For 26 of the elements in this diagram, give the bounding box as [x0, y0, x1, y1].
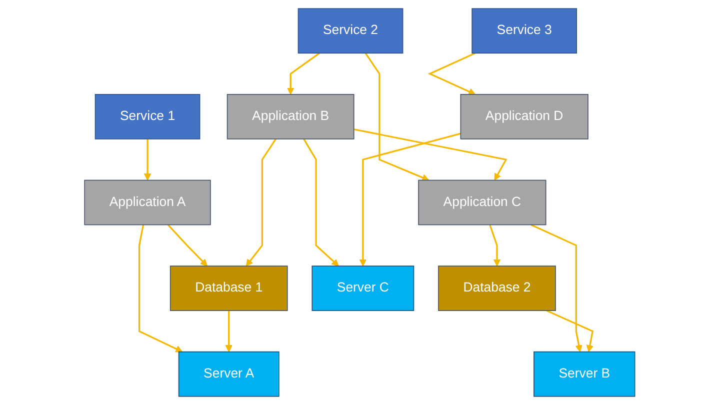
node-box: Database 1 [170, 266, 288, 311]
arrow [354, 128, 508, 181]
node-box: Application D [460, 94, 589, 140]
arrow [530, 224, 583, 352]
arrow [144, 138, 152, 181]
node-box: Application A [84, 180, 212, 226]
arrow [138, 224, 183, 352]
arrow [428, 52, 476, 96]
arrow [489, 224, 501, 266]
arrow [287, 52, 320, 95]
arrow [360, 132, 462, 266]
node-box: Server C [312, 266, 414, 311]
node-box: Database 2 [438, 266, 556, 311]
node-box: Application C [418, 180, 547, 226]
node-box: Application B [227, 94, 355, 140]
node-box: Server B [534, 351, 636, 397]
node-box: Service 1 [95, 94, 200, 140]
arrow [168, 224, 208, 266]
node-box: Server A [178, 351, 280, 397]
arrow [303, 138, 340, 266]
arrow [226, 310, 233, 352]
node-box: Service 3 [472, 8, 578, 54]
arrow [246, 138, 277, 266]
arrow [546, 310, 594, 352]
arrow [365, 52, 430, 182]
node-box: Service 2 [298, 8, 404, 54]
